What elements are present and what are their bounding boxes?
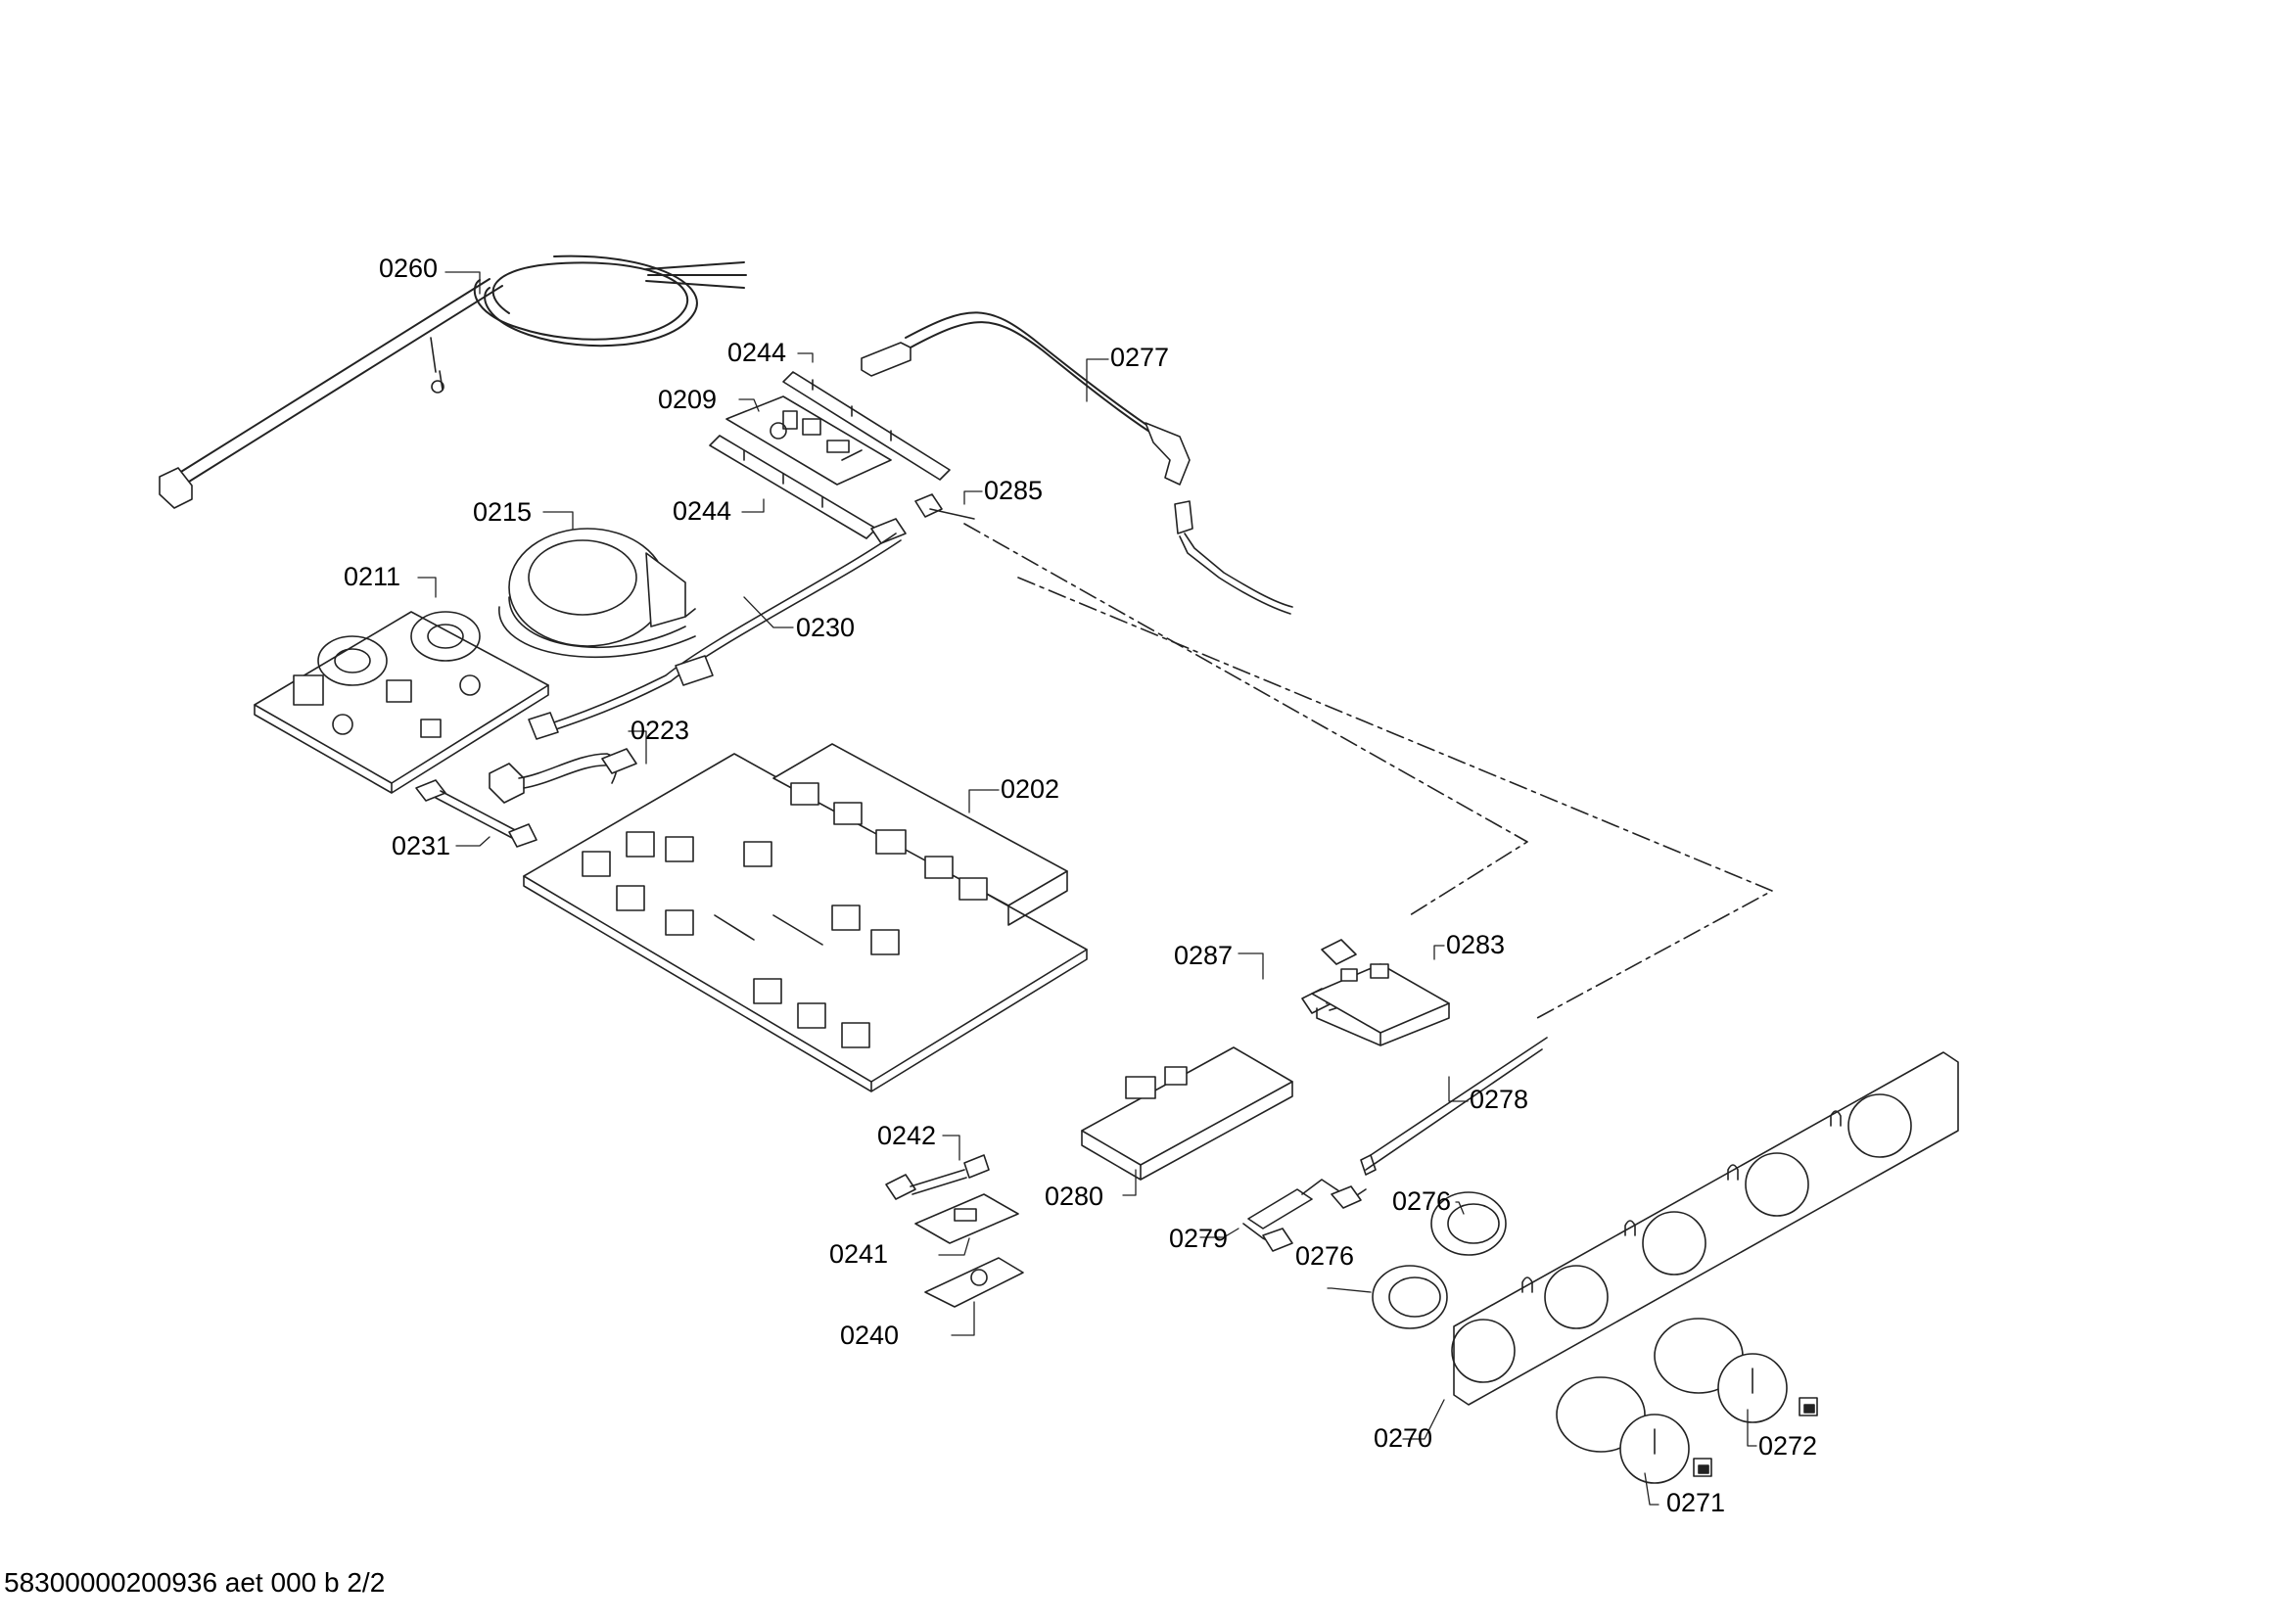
- label-0230: 0230: [796, 613, 856, 642]
- label-0242: 0242: [877, 1121, 937, 1150]
- label-0276-lower: 0276: [1295, 1241, 1355, 1271]
- label-0244-top: 0244: [727, 338, 787, 367]
- label-0231: 0231: [392, 831, 451, 860]
- main-pcb-0202: [524, 744, 1087, 1091]
- connector-0285-and-route: [915, 494, 1772, 1018]
- bezel-plate-0270: [1452, 1052, 1958, 1405]
- label-0215: 0215: [473, 497, 533, 527]
- label-0223: 0223: [631, 716, 690, 745]
- label-0272: 0272: [1758, 1431, 1818, 1461]
- label-0211: 0211: [344, 562, 401, 591]
- nut-rings-0276: [1373, 1192, 1506, 1328]
- label-0276-upper: 0276: [1392, 1186, 1452, 1216]
- label-0244-bottom: 0244: [673, 496, 732, 526]
- document-reference: 58300000200936 aet 000 b 2/2: [4, 1567, 386, 1598]
- label-0285: 0285: [984, 476, 1044, 505]
- pcb-0209-with-spacers-0244: [710, 372, 950, 538]
- cables-0279-0278: [1243, 1038, 1547, 1251]
- label-0287: 0287: [1174, 941, 1234, 970]
- label-0280: 0280: [1045, 1182, 1104, 1211]
- label-0279: 0279: [1169, 1224, 1229, 1253]
- label-0240: 0240: [840, 1321, 900, 1350]
- leader-lines: [418, 272, 1756, 1505]
- module-0283-cable-0287: [1302, 940, 1449, 1045]
- label-0241: 0241: [829, 1239, 889, 1269]
- label-0202: 0202: [1001, 774, 1060, 804]
- label-0283: 0283: [1446, 930, 1506, 959]
- label-0209: 0209: [658, 385, 718, 414]
- cable-0223: [490, 749, 636, 803]
- label-0260: 0260: [379, 254, 439, 283]
- cable-0230: [529, 519, 906, 739]
- label-0271: 0271: [1666, 1488, 1726, 1517]
- cable-harness-0277: [862, 312, 1292, 614]
- knobs-0271-0272: [1557, 1319, 1817, 1483]
- power-cord-0260: [160, 256, 746, 508]
- label-0278: 0278: [1470, 1085, 1529, 1114]
- label-0270: 0270: [1374, 1423, 1433, 1453]
- filter-pcb-0211: [255, 612, 548, 793]
- fan-0215: [499, 529, 695, 657]
- cable-0231: [416, 780, 537, 847]
- label-0277: 0277: [1110, 343, 1170, 372]
- bracket-0280: [1082, 1047, 1292, 1180]
- parts-0242-0241-0240: [886, 1155, 1023, 1307]
